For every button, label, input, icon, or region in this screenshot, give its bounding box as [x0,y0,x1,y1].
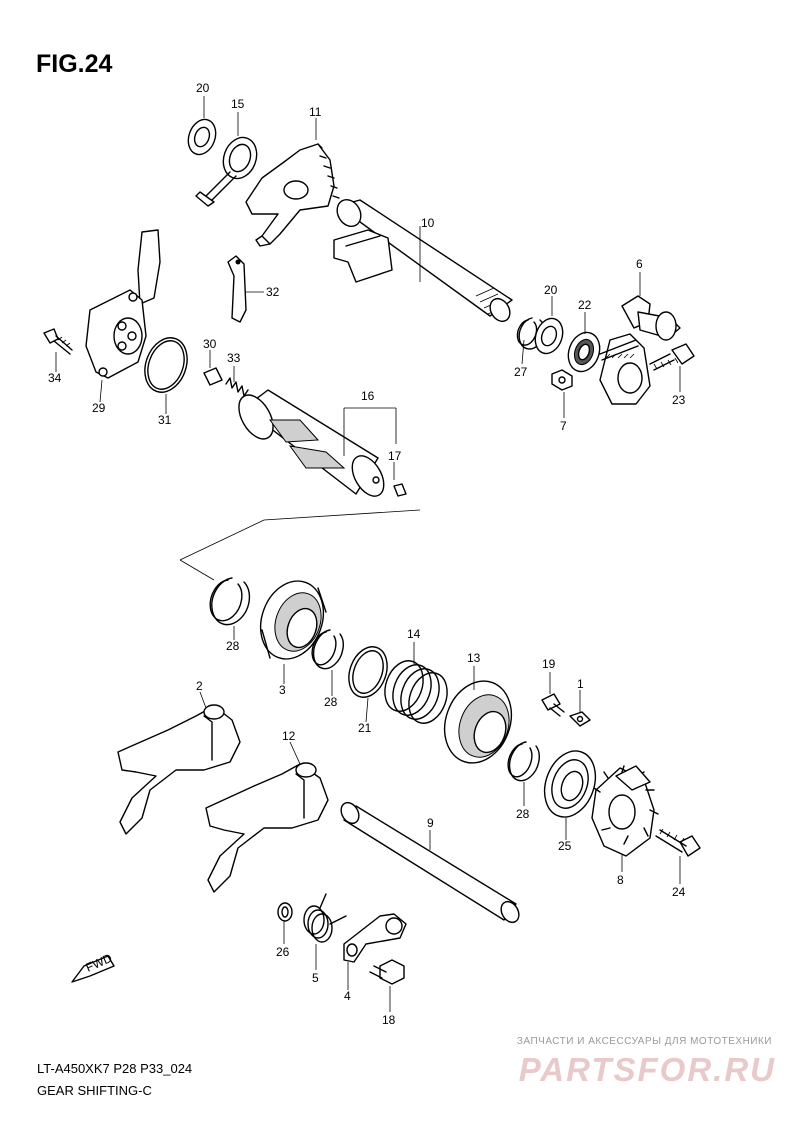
callout-21: 21 [358,721,372,735]
callout-19: 19 [542,657,556,671]
part-10-gearshift-shaft [333,198,513,323]
watermark-brand: PARTSFOR.RU [518,1051,776,1088]
part-31-o-ring [144,337,188,393]
part-11-shift-arm [245,143,340,247]
part-28-circlip-a [209,577,251,626]
callout-33: 33 [227,351,241,365]
callout-28-b: 28 [324,695,338,709]
leader-lines [55,96,681,1012]
callout-30: 30 [203,337,217,351]
callout-26: 26 [276,945,290,959]
callout-4: 4 [344,989,351,1003]
callout-20-top: 20 [196,81,210,95]
figure-title: FIG.24 [36,50,113,78]
part-18-bolt [369,959,405,985]
part-12-shift-fork [205,762,329,893]
part-22-oil-seal [567,331,601,373]
callout-28-c: 28 [516,807,530,821]
part-16-cam-drum [238,389,385,497]
part-3-gear-hub [259,580,327,660]
part-20-washer-lower [534,317,564,355]
part-21-washer [348,646,388,698]
part-9-fork-shaft [340,801,520,924]
callout-labels: 20 15 11 10 6 32 20 22 27 23 7 34 29 30 … [48,81,686,1027]
callout-20-lower: 20 [544,283,558,297]
part-5-spring [303,893,347,943]
callout-8: 8 [617,873,624,887]
model-code: LT-A450XK7 P28 P33_024 [37,1061,193,1076]
callout-1: 1 [577,677,584,691]
callout-14: 14 [407,627,421,641]
part-20-washer [187,118,217,156]
part-2-shift-fork [117,704,241,835]
part-29-cover [85,229,161,379]
part-14-spring [384,660,448,724]
part-19-bolt [541,693,565,717]
fwd-arrow-icon: FWD [71,951,115,983]
part-32-pin [227,255,247,323]
part-7-nut [551,369,573,391]
part-8-stopper-plate [591,765,659,857]
callout-27: 27 [514,365,528,379]
callout-23: 23 [672,393,686,407]
callout-22: 22 [578,298,592,312]
callout-25: 25 [558,839,572,853]
part-26-washer [277,902,293,922]
callout-13: 13 [467,651,481,665]
callout-28-a: 28 [226,639,240,653]
callout-12: 12 [282,729,296,743]
part-1-washer [569,711,591,727]
part-24-bolt [655,828,701,857]
part-34-bolt [43,328,73,355]
part-17-pin [393,483,407,497]
callout-24: 24 [672,885,686,899]
part-33-spring [225,377,249,397]
callout-34: 34 [48,371,62,385]
callout-10: 10 [421,216,435,230]
callout-29: 29 [92,401,106,415]
callout-15: 15 [231,97,245,111]
callout-31: 31 [158,413,172,427]
callout-17: 17 [388,449,402,463]
callout-16: 16 [361,389,375,403]
callout-5: 5 [312,971,319,985]
callout-32: 32 [266,285,280,299]
part-4-stopper-arm [343,913,407,963]
watermark-tagline: ЗАПЧАСТИ И АКСЕССУАРЫ ДЛЯ МОТОТЕХНИКИ [516,1036,772,1047]
part-15-return-spring [195,136,258,207]
section-name: GEAR SHIFTING-C [37,1083,152,1098]
part-25-bearing [543,750,597,818]
callout-2: 2 [196,679,203,693]
callout-7: 7 [560,419,567,433]
callout-9: 9 [427,816,434,830]
part-28-circlip-c [507,741,540,782]
part-13-gear [443,680,513,764]
part-30-pin [203,367,223,386]
part-6-shift-lever-assembly [599,295,681,405]
callout-18: 18 [382,1013,396,1027]
callout-3: 3 [279,683,286,697]
part-23-bolt [649,343,695,371]
callout-6: 6 [636,257,643,271]
callout-11: 11 [309,105,322,119]
